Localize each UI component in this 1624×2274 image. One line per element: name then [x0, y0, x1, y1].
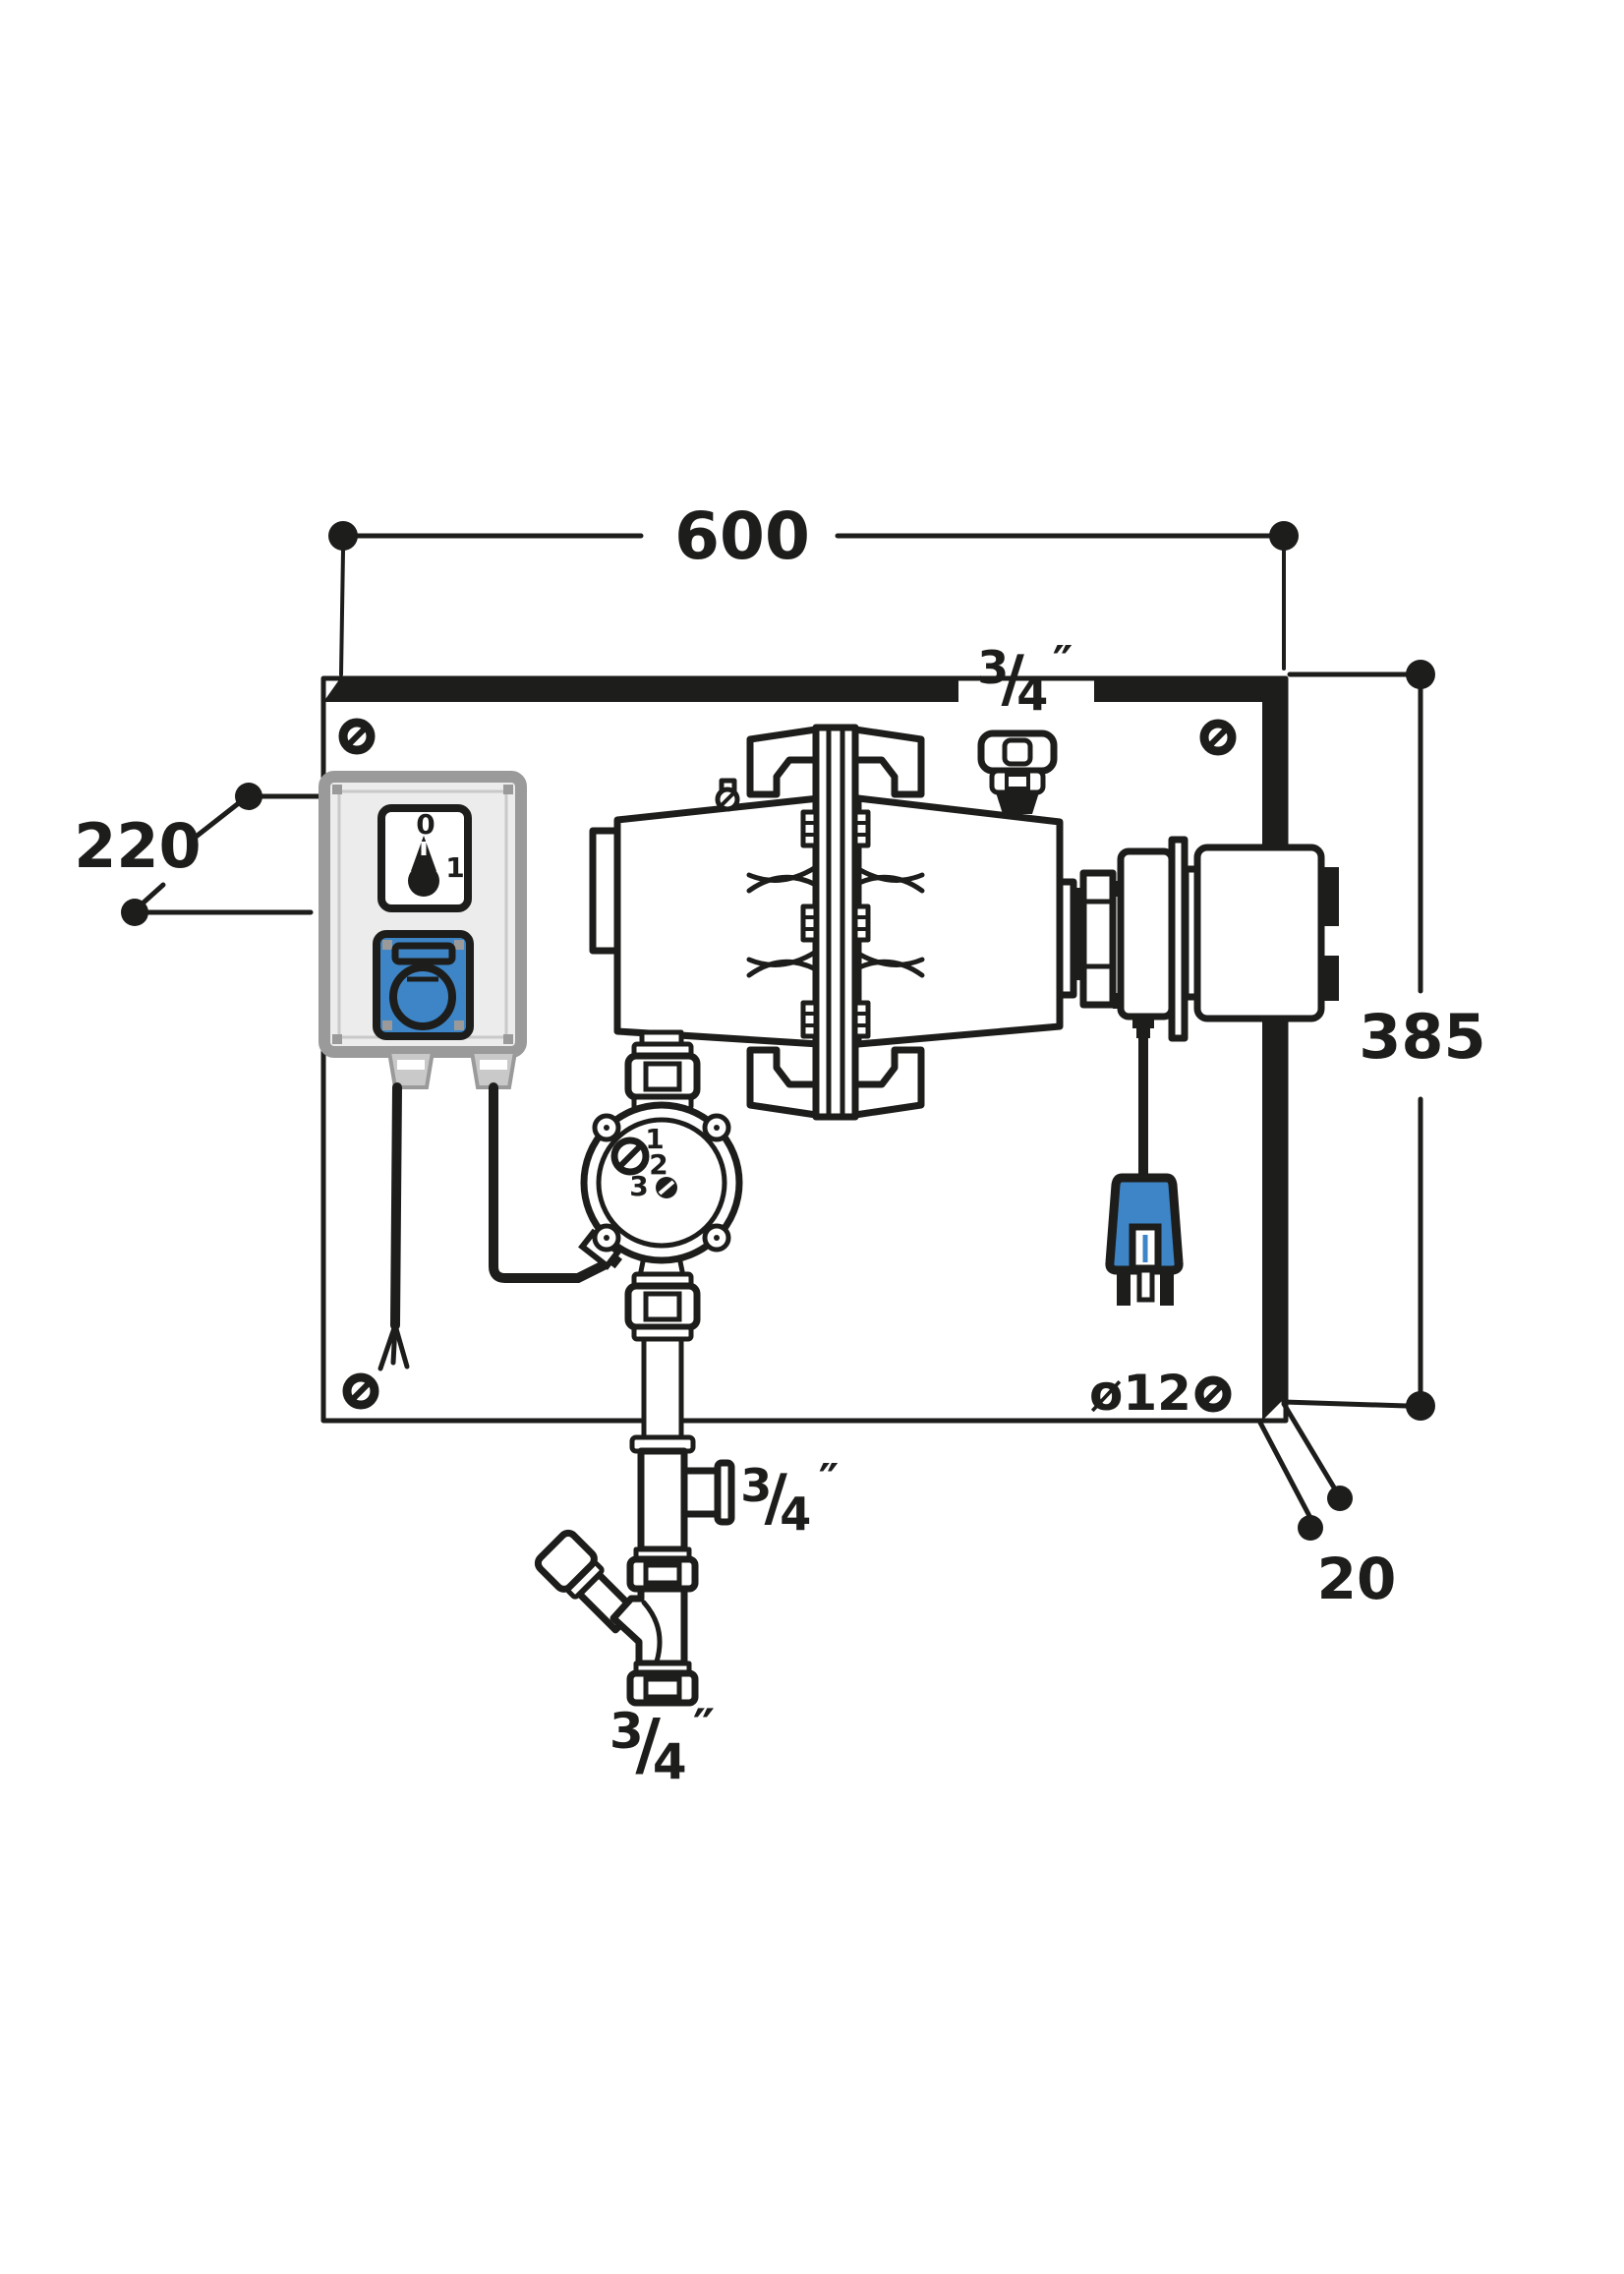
tee-fitting [637, 1447, 735, 1553]
right-tank-boss [1056, 878, 1077, 999]
pipe-size-label-tee: 3 ∕ 4 ″ [740, 1454, 839, 1541]
dim-line [1281, 1401, 1340, 1495]
motor-terminal-tab [1321, 867, 1339, 926]
valve-flow-curve [641, 1600, 663, 1664]
stack-clips [800, 809, 871, 1039]
pump-setting-1: 1 [645, 1123, 664, 1155]
plug-prong [1136, 1267, 1155, 1303]
mounting-screw [338, 718, 376, 755]
dim-dot [1327, 1486, 1353, 1511]
dimension-width: 600 [328, 498, 1299, 676]
circulation-pump: 1 2 3 [580, 1101, 743, 1264]
screw-slot [658, 1180, 675, 1195]
supply-cable [377, 1082, 410, 1371]
socket-face [389, 963, 456, 1030]
leader-stub [141, 882, 166, 905]
mounting-screws [338, 718, 1237, 1413]
plug-prong [1160, 1270, 1174, 1306]
motor-unit [1079, 836, 1339, 1183]
hole-diameter-label: ø12 [1089, 1365, 1191, 1422]
dim-dot [1406, 1391, 1435, 1421]
switch-off-label: 0 [416, 808, 435, 841]
pump-setting-2: 2 [649, 1148, 667, 1181]
rotary-switch[interactable]: 0 1 [377, 804, 472, 912]
drain-valve[interactable] [534, 1529, 688, 1667]
dim-dot [1269, 521, 1299, 551]
dimension-height: 385 [1281, 660, 1486, 1421]
dim-line [1257, 1420, 1312, 1519]
dim-dot [121, 899, 148, 926]
pump-piping: 1 2 3 [534, 1029, 743, 1707]
dim-dot [1298, 1515, 1323, 1541]
pipe-size-label-top: 3 ∕ 4 ″ [977, 636, 1073, 721]
panel-right-bar [1262, 678, 1286, 1421]
motor-neck [1117, 847, 1176, 1020]
bottom-right-wing [851, 1046, 925, 1119]
mounting-screw [342, 1372, 379, 1410]
socket-corner [454, 1020, 464, 1030]
plate-stack [812, 724, 859, 1121]
panel-top-bar-left [323, 678, 958, 702]
dim-height-label: 385 [1359, 1001, 1485, 1073]
pipe-size-label-bottom: 3 ∕ 4 ″ [609, 1699, 715, 1790]
corner-detail [332, 785, 342, 794]
dimension-thickness: 20 [1257, 1401, 1397, 1612]
pipe-union-bottom [626, 1661, 699, 1707]
left-tank [613, 794, 823, 1048]
clamp-springs [746, 864, 925, 978]
corner-detail [332, 1034, 342, 1044]
vent-screw [715, 778, 740, 812]
panel-top-bar-right [1094, 678, 1286, 702]
socket-lid [391, 942, 456, 965]
dim-width-label: 600 [674, 498, 810, 574]
gland-band [480, 1060, 507, 1070]
socket-corner [382, 940, 392, 950]
extension-line [339, 549, 345, 676]
valve-body [609, 1585, 688, 1667]
screw-slot [616, 1142, 644, 1170]
motor-body [1193, 844, 1325, 1022]
dimension-left-offset: 220 [74, 783, 324, 926]
socket-corner [454, 940, 464, 950]
power-socket[interactable] [373, 930, 474, 1040]
top-pipe-fitting [977, 729, 1058, 814]
mounting-screw [1199, 719, 1237, 756]
power-plug[interactable] [1105, 1173, 1184, 1306]
control-box: 0 1 [319, 771, 527, 1089]
pipe-union-tee [626, 1546, 699, 1593]
valve-handle[interactable] [534, 1529, 598, 1593]
switch-knob-icon[interactable] [408, 836, 439, 897]
motor-terminal-tab [1321, 956, 1339, 1001]
heat-exchanger [589, 724, 1085, 1121]
pump-bolts [592, 1113, 731, 1253]
top-left-wing [746, 726, 820, 798]
mounting-screw [1194, 1375, 1232, 1413]
dim-left-label: 220 [74, 810, 201, 882]
pump-setting-3: 3 [629, 1170, 648, 1202]
corner-detail [503, 1034, 513, 1044]
socket-corner [382, 1020, 392, 1030]
dim-dot [1406, 660, 1435, 689]
dim-dot [235, 783, 262, 810]
pipe-union-upper [624, 1041, 701, 1112]
top-right-wing [851, 726, 925, 798]
switch-on-label: 1 [445, 851, 464, 884]
corner-detail [503, 785, 513, 794]
drop-pipe [641, 1336, 684, 1442]
pipe-union-lower [624, 1271, 701, 1342]
gland-band [397, 1060, 425, 1070]
dim-dot [328, 521, 358, 551]
right-tank [854, 794, 1064, 1048]
leader-line [1281, 1399, 1410, 1409]
bottom-left-wing [746, 1046, 820, 1119]
motor-cable-gland [1132, 1017, 1154, 1028]
dim-thickness-label: 20 [1317, 1545, 1397, 1612]
coupling-block [1079, 869, 1117, 1009]
leader-line [192, 799, 243, 841]
plug-prong [1117, 1270, 1131, 1306]
